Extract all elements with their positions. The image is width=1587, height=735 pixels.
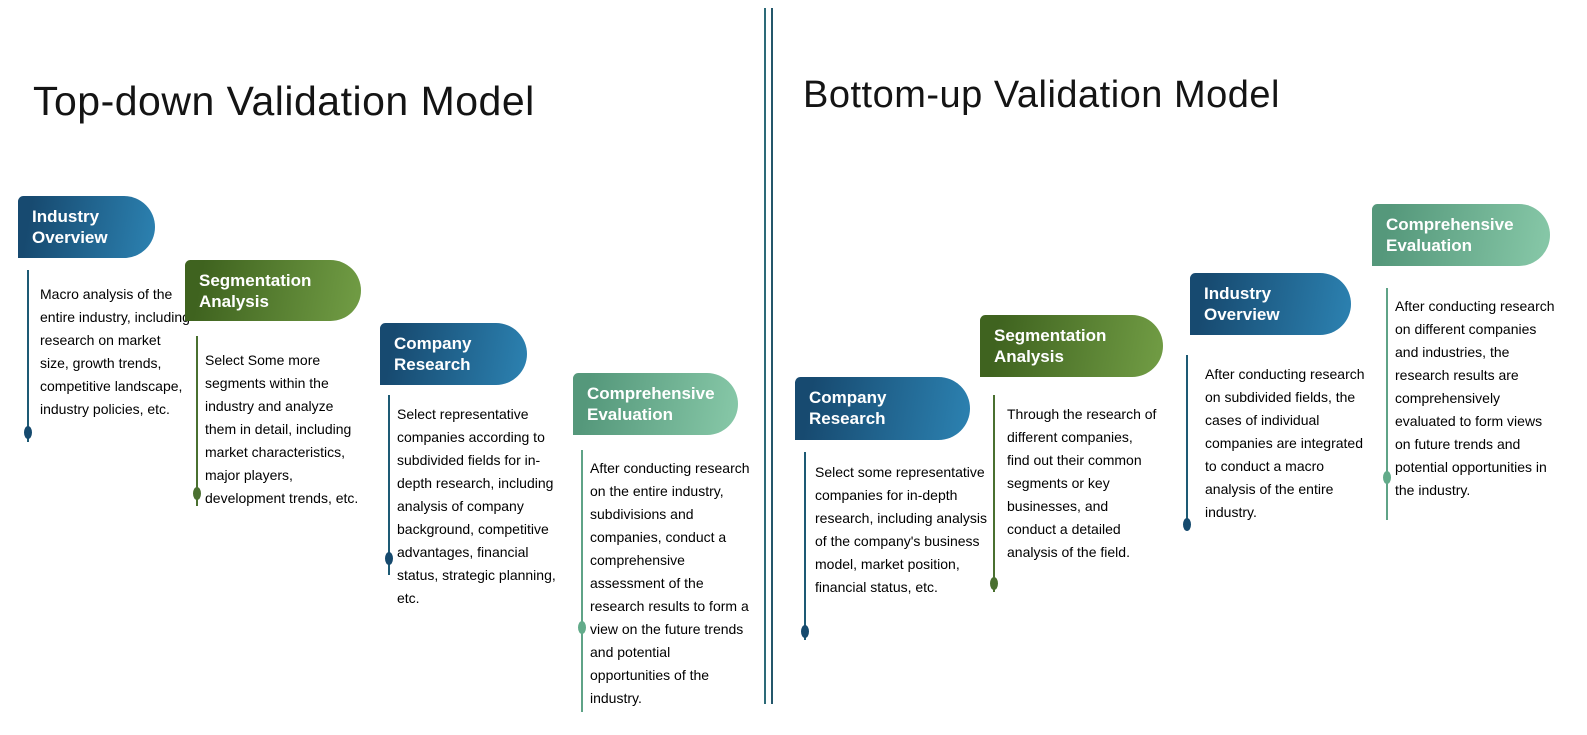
- center-divider-line-left: [764, 8, 766, 704]
- badge-label-line2: Evaluation: [1386, 236, 1472, 255]
- timeline-rail: [990, 395, 998, 592]
- badge-label-line1: Comprehensive: [587, 384, 715, 403]
- badge-label-line2: Analysis: [994, 347, 1064, 366]
- step-description-segmentation-analysis: Through the research of different compan…: [1007, 406, 1157, 560]
- timeline-dot: [193, 487, 201, 500]
- bottom-up-model-title: Bottom-up Validation Model: [803, 74, 1280, 116]
- step-description-industry-overview: Macro analysis of the entire industry, i…: [40, 286, 190, 417]
- badge-label-line2: Research: [394, 355, 471, 374]
- step-badge-company-research: Company Research: [795, 377, 970, 440]
- timeline-dot: [1183, 518, 1191, 531]
- badge-label-line1: Segmentation: [199, 271, 312, 290]
- step-badge-comprehensive-evaluation: Comprehensive Evaluation: [1372, 204, 1550, 266]
- timeline-rail: [385, 395, 393, 575]
- step-description-company-research: Select some representative companies for…: [815, 464, 987, 595]
- step-badge-segmentation-analysis: Segmentation Analysis: [185, 260, 361, 321]
- badge-label-line2: Overview: [1204, 305, 1280, 324]
- top-down-model-title: Top-down Validation Model: [33, 78, 535, 124]
- step-description-industry-overview: After conducting research on subdivided …: [1205, 366, 1365, 520]
- timeline-rail: [801, 452, 809, 640]
- badge-label-line1: Segmentation: [994, 326, 1107, 345]
- step-description-comprehensive-evaluation: After conducting research on different c…: [1395, 298, 1555, 498]
- badge-label-line2: Evaluation: [587, 405, 673, 424]
- timeline-rail: [24, 270, 32, 442]
- timeline-dot: [24, 426, 32, 439]
- timeline-dot: [990, 577, 998, 590]
- step-description-segmentation-analysis: Select Some more segments within the ind…: [205, 352, 359, 506]
- step-badge-segmentation-analysis: Segmentation Analysis: [980, 315, 1163, 377]
- timeline-rail: [193, 336, 201, 506]
- timeline-dot: [801, 625, 809, 638]
- step-description-comprehensive-evaluation: After conducting research on the entire …: [590, 460, 750, 706]
- badge-label-line2: Research: [809, 409, 886, 428]
- step-badge-industry-overview: Industry Overview: [1190, 273, 1351, 335]
- step-badge-industry-overview: Industry Overview: [18, 196, 155, 258]
- badge-label-line2: Analysis: [199, 292, 269, 311]
- timeline-rail: [1183, 355, 1191, 531]
- timeline-dot: [385, 552, 393, 565]
- center-divider-line-right: [771, 8, 773, 704]
- badge-label-line1: Company: [394, 334, 472, 353]
- step-badge-comprehensive-evaluation: Comprehensive Evaluation: [573, 373, 738, 435]
- timeline-rail: [578, 450, 586, 712]
- badge-label-line1: Industry: [1204, 284, 1272, 303]
- badge-label-line2: Overview: [32, 228, 108, 247]
- timeline-dot: [1383, 471, 1391, 484]
- step-badge-company-research: Company Research: [380, 323, 527, 385]
- badge-label-line1: Industry: [32, 207, 100, 226]
- badge-label-line1: Comprehensive: [1386, 215, 1514, 234]
- badge-label-line1: Company: [809, 388, 887, 407]
- timeline-dot: [578, 621, 586, 634]
- timeline-rail: [1383, 288, 1391, 520]
- step-description-company-research: Select representative companies accordin…: [397, 406, 556, 606]
